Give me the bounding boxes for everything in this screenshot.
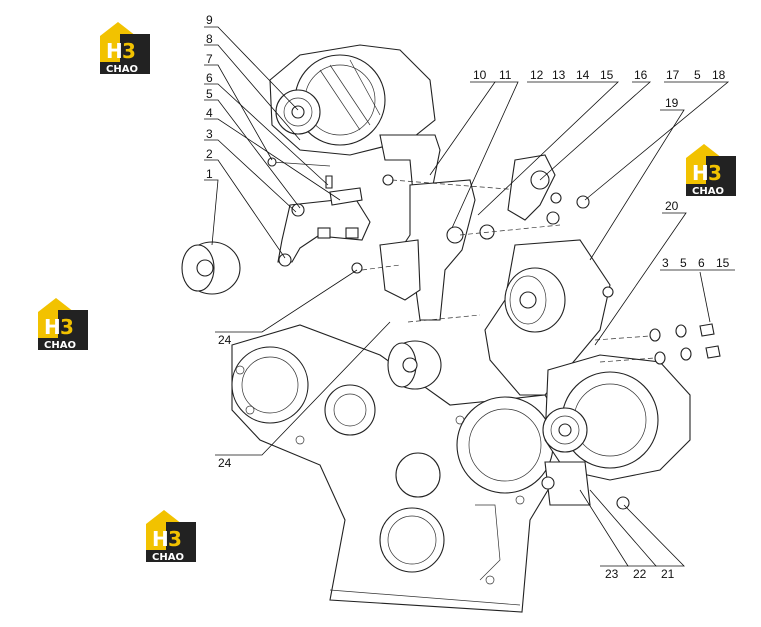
upper-alternator [269, 44, 441, 217]
callout-8: 8 [206, 32, 213, 46]
svg-text:H: H [106, 39, 123, 63]
callout-6: 6 [206, 71, 213, 85]
callout-5: 5 [206, 87, 213, 101]
washers-and-nuts [351, 262, 721, 365]
callout-5c: 5 [680, 256, 687, 270]
idler-pulley-housing [387, 340, 442, 390]
svg-text:3: 3 [168, 527, 182, 551]
callout-6b: 6 [698, 256, 705, 270]
watermark-brand: CHAO [106, 64, 138, 75]
callout-10: 10 [473, 68, 487, 82]
callout-22: 22 [633, 567, 647, 581]
callout-20: 20 [665, 199, 679, 213]
watermark-brand: CHAO [152, 552, 184, 563]
lower-alternator [541, 354, 691, 510]
svg-text:3: 3 [122, 39, 136, 63]
callout-24a: 24 [218, 333, 232, 347]
callout-2: 2 [206, 147, 213, 161]
callout-7: 7 [206, 52, 213, 66]
callout-13: 13 [552, 68, 566, 82]
callout-15b: 15 [716, 256, 730, 270]
tensioner-bracket [484, 154, 614, 396]
center-mounting-bracket [361, 174, 561, 323]
svg-text:3: 3 [60, 315, 74, 339]
svg-text:H: H [692, 161, 709, 185]
callout-3b: 3 [662, 256, 669, 270]
callout-9: 9 [206, 13, 213, 27]
leader-lines [204, 26, 735, 567]
callout-21: 21 [661, 567, 675, 581]
callout-11: 11 [499, 68, 512, 82]
svg-text:3: 3 [708, 161, 722, 185]
callout-23: 23 [605, 567, 619, 581]
idler-pulley-1 [181, 241, 241, 295]
callout-1: 1 [206, 167, 213, 181]
callout-5b: 5 [694, 68, 701, 82]
adjuster-bracket [267, 157, 371, 267]
timing-cover-housing [231, 324, 561, 613]
svg-text:H: H [152, 527, 169, 551]
callout-14: 14 [576, 68, 590, 82]
callout-labels: 9 8 7 6 5 4 3 2 1 10 11 12 13 14 15 16 1… [206, 13, 730, 581]
callout-15: 15 [600, 68, 614, 82]
callout-3: 3 [206, 127, 213, 141]
callout-18: 18 [712, 68, 726, 82]
watermark-brand: CHAO [692, 186, 724, 197]
callout-17: 17 [666, 68, 680, 82]
callout-16: 16 [634, 68, 648, 82]
callout-4: 4 [206, 106, 213, 120]
svg-text:H: H [44, 315, 61, 339]
watermark-brand: CHAO [44, 340, 76, 351]
callout-24b: 24 [218, 456, 232, 470]
callout-12: 12 [530, 68, 544, 82]
callout-19: 19 [665, 96, 679, 110]
